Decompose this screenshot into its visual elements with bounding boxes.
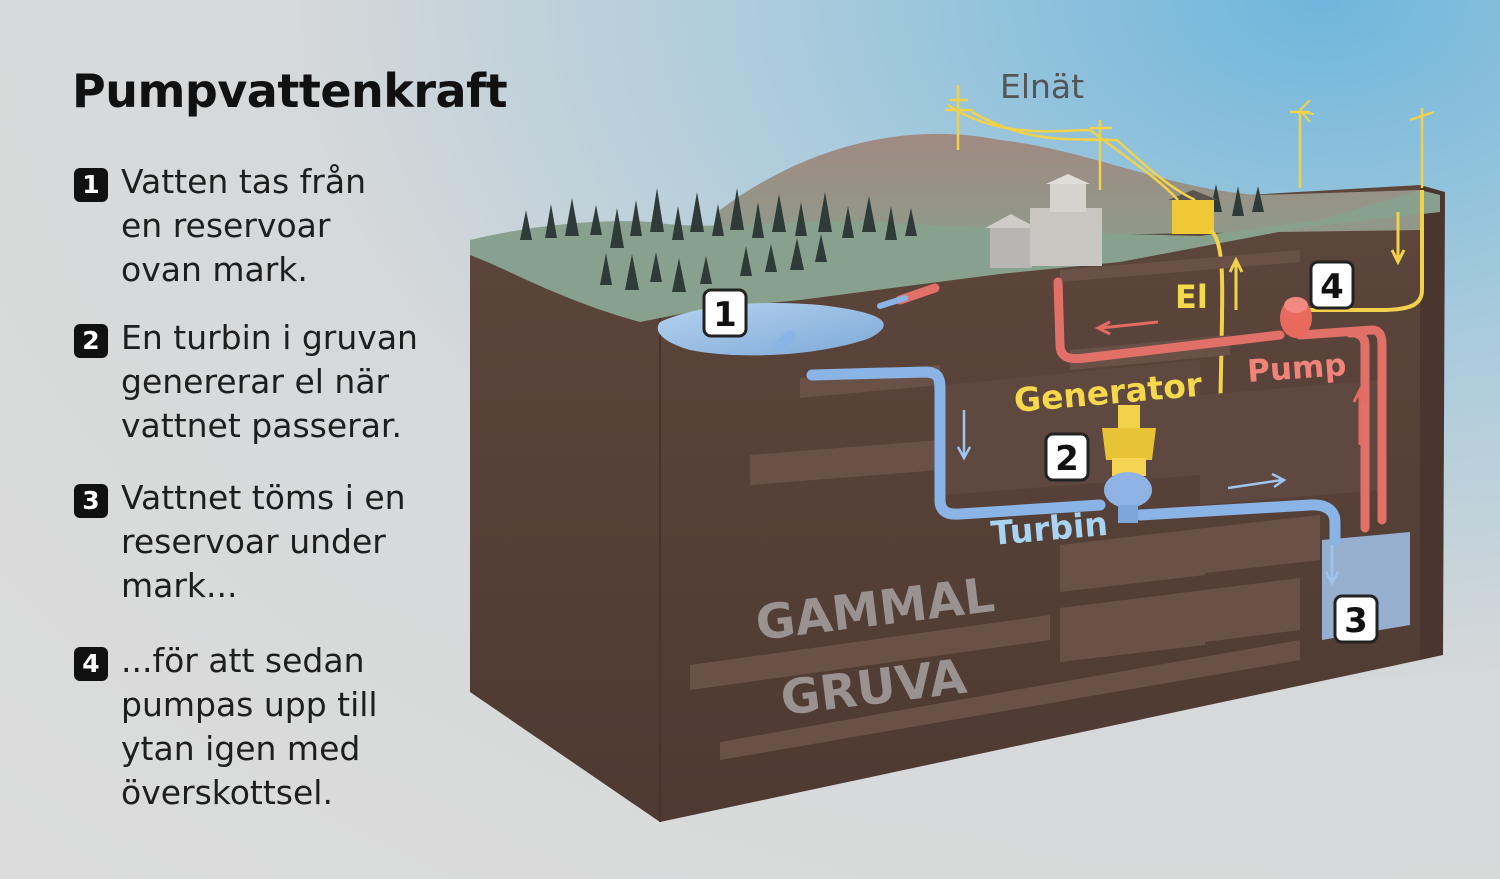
pump-pipe bbox=[1053, 277, 1387, 533]
badge-3: 3 bbox=[1333, 594, 1379, 644]
pump-label: Pump bbox=[1246, 347, 1348, 390]
generator-turbine-unit bbox=[1102, 405, 1156, 523]
step-number-badge: 1 bbox=[74, 168, 108, 202]
step-text: En turbin i gruvan genererar el när vatt… bbox=[121, 318, 418, 445]
el-label: El bbox=[1175, 278, 1208, 316]
svg-text:4: 4 bbox=[1320, 267, 1344, 307]
forest bbox=[520, 184, 1264, 292]
step-number-badge: 3 bbox=[74, 484, 108, 518]
svg-text:1: 1 bbox=[713, 295, 737, 335]
step-number-badge: 4 bbox=[74, 647, 108, 681]
grid-label: Elnät bbox=[1000, 67, 1084, 106]
pump-unit bbox=[1280, 297, 1312, 338]
buildings bbox=[985, 174, 1218, 268]
svg-text:2: 2 bbox=[1055, 439, 1079, 479]
page-title: Pumpvattenkraft bbox=[72, 64, 508, 118]
step-text: Vattnet töms i en reservoar under mark..… bbox=[121, 478, 406, 605]
step-number-badge: 2 bbox=[74, 324, 108, 358]
badge-2: 2 bbox=[1044, 432, 1090, 482]
step-text: ...för att sedan pumpas upp till ytan ig… bbox=[121, 641, 378, 812]
step-text: Vatten tas från en reservoar ovan mark. bbox=[121, 162, 366, 289]
badge-4: 4 bbox=[1309, 260, 1355, 310]
badge-1: 1 bbox=[702, 288, 748, 338]
water-pipe bbox=[774, 330, 1341, 546]
svg-text:3: 3 bbox=[1344, 601, 1368, 641]
